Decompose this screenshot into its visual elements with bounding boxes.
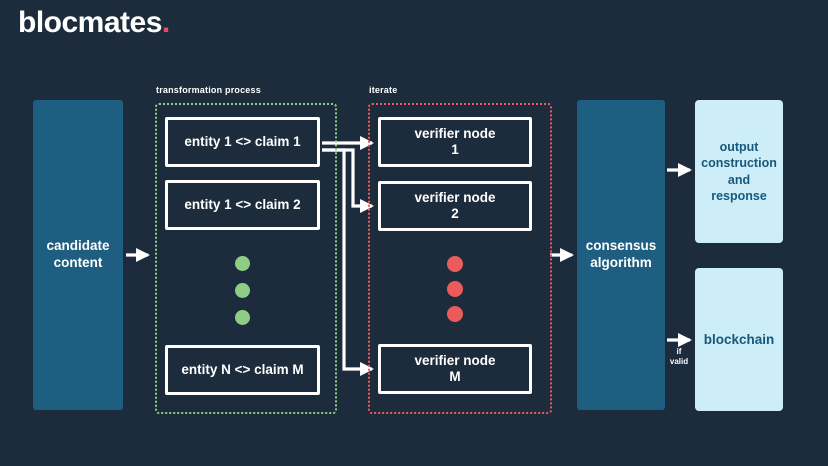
if-valid-caption: if valid xyxy=(663,347,695,366)
green-ellipsis-dot xyxy=(235,256,250,271)
red-ellipsis-dot xyxy=(447,256,463,272)
verifier-node-box-M: verifier node M xyxy=(378,344,532,394)
verifier-node-number-1: 1 xyxy=(451,142,459,157)
entity-claim-label-2: entity 1 <> claim 2 xyxy=(184,197,301,213)
consensus-algorithm-box: consensus algorithm xyxy=(577,100,665,410)
blockchain-box: blockchain xyxy=(695,268,783,411)
output-construction-box: output construction and response xyxy=(695,100,783,243)
blocmates-logo: blocmates. xyxy=(18,6,170,40)
red-ellipsis-dot xyxy=(447,306,463,322)
verifier-node-number-2: 2 xyxy=(451,206,459,221)
verifier-node-label-M: verifier node xyxy=(414,353,496,369)
iterate-group xyxy=(368,103,552,414)
verifier-node-number-M: M xyxy=(449,369,461,384)
consensus-algorithm-label: consensus algorithm xyxy=(585,238,657,270)
iterate-label: iterate xyxy=(369,85,398,95)
transformation-process-group xyxy=(155,103,337,414)
entity-claim-box-1: entity 1 <> claim 1 xyxy=(165,117,320,167)
candidate-content-box: candidate content xyxy=(33,100,123,410)
blockchain-label: blockchain xyxy=(703,331,775,347)
output-construction-label: output construction and response xyxy=(701,140,777,203)
entity-claim-label-N: entity N <> claim M xyxy=(181,362,304,378)
logo-dot: . xyxy=(161,6,170,39)
verifier-node-box-1: verifier node 1 xyxy=(378,117,532,167)
entity-claim-box-N: entity N <> claim M xyxy=(165,345,320,395)
green-ellipsis-dot xyxy=(235,283,250,298)
if-valid-line2: valid xyxy=(669,356,689,366)
verifier-node-box-2: verifier node 2 xyxy=(378,181,532,231)
red-ellipsis-dot xyxy=(447,281,463,297)
if-valid-line1: if xyxy=(676,347,682,356)
candidate-content-label: candidate content xyxy=(46,238,110,270)
entity-claim-box-2: entity 1 <> claim 2 xyxy=(165,180,320,230)
green-ellipsis-dot xyxy=(235,310,250,325)
logo-text: blocmates xyxy=(18,6,162,39)
verifier-node-label-2: verifier node xyxy=(414,190,496,206)
transformation-process-label: transformation process xyxy=(156,85,261,95)
verifier-node-label-1: verifier node xyxy=(414,126,496,142)
entity-claim-label-1: entity 1 <> claim 1 xyxy=(184,134,301,150)
